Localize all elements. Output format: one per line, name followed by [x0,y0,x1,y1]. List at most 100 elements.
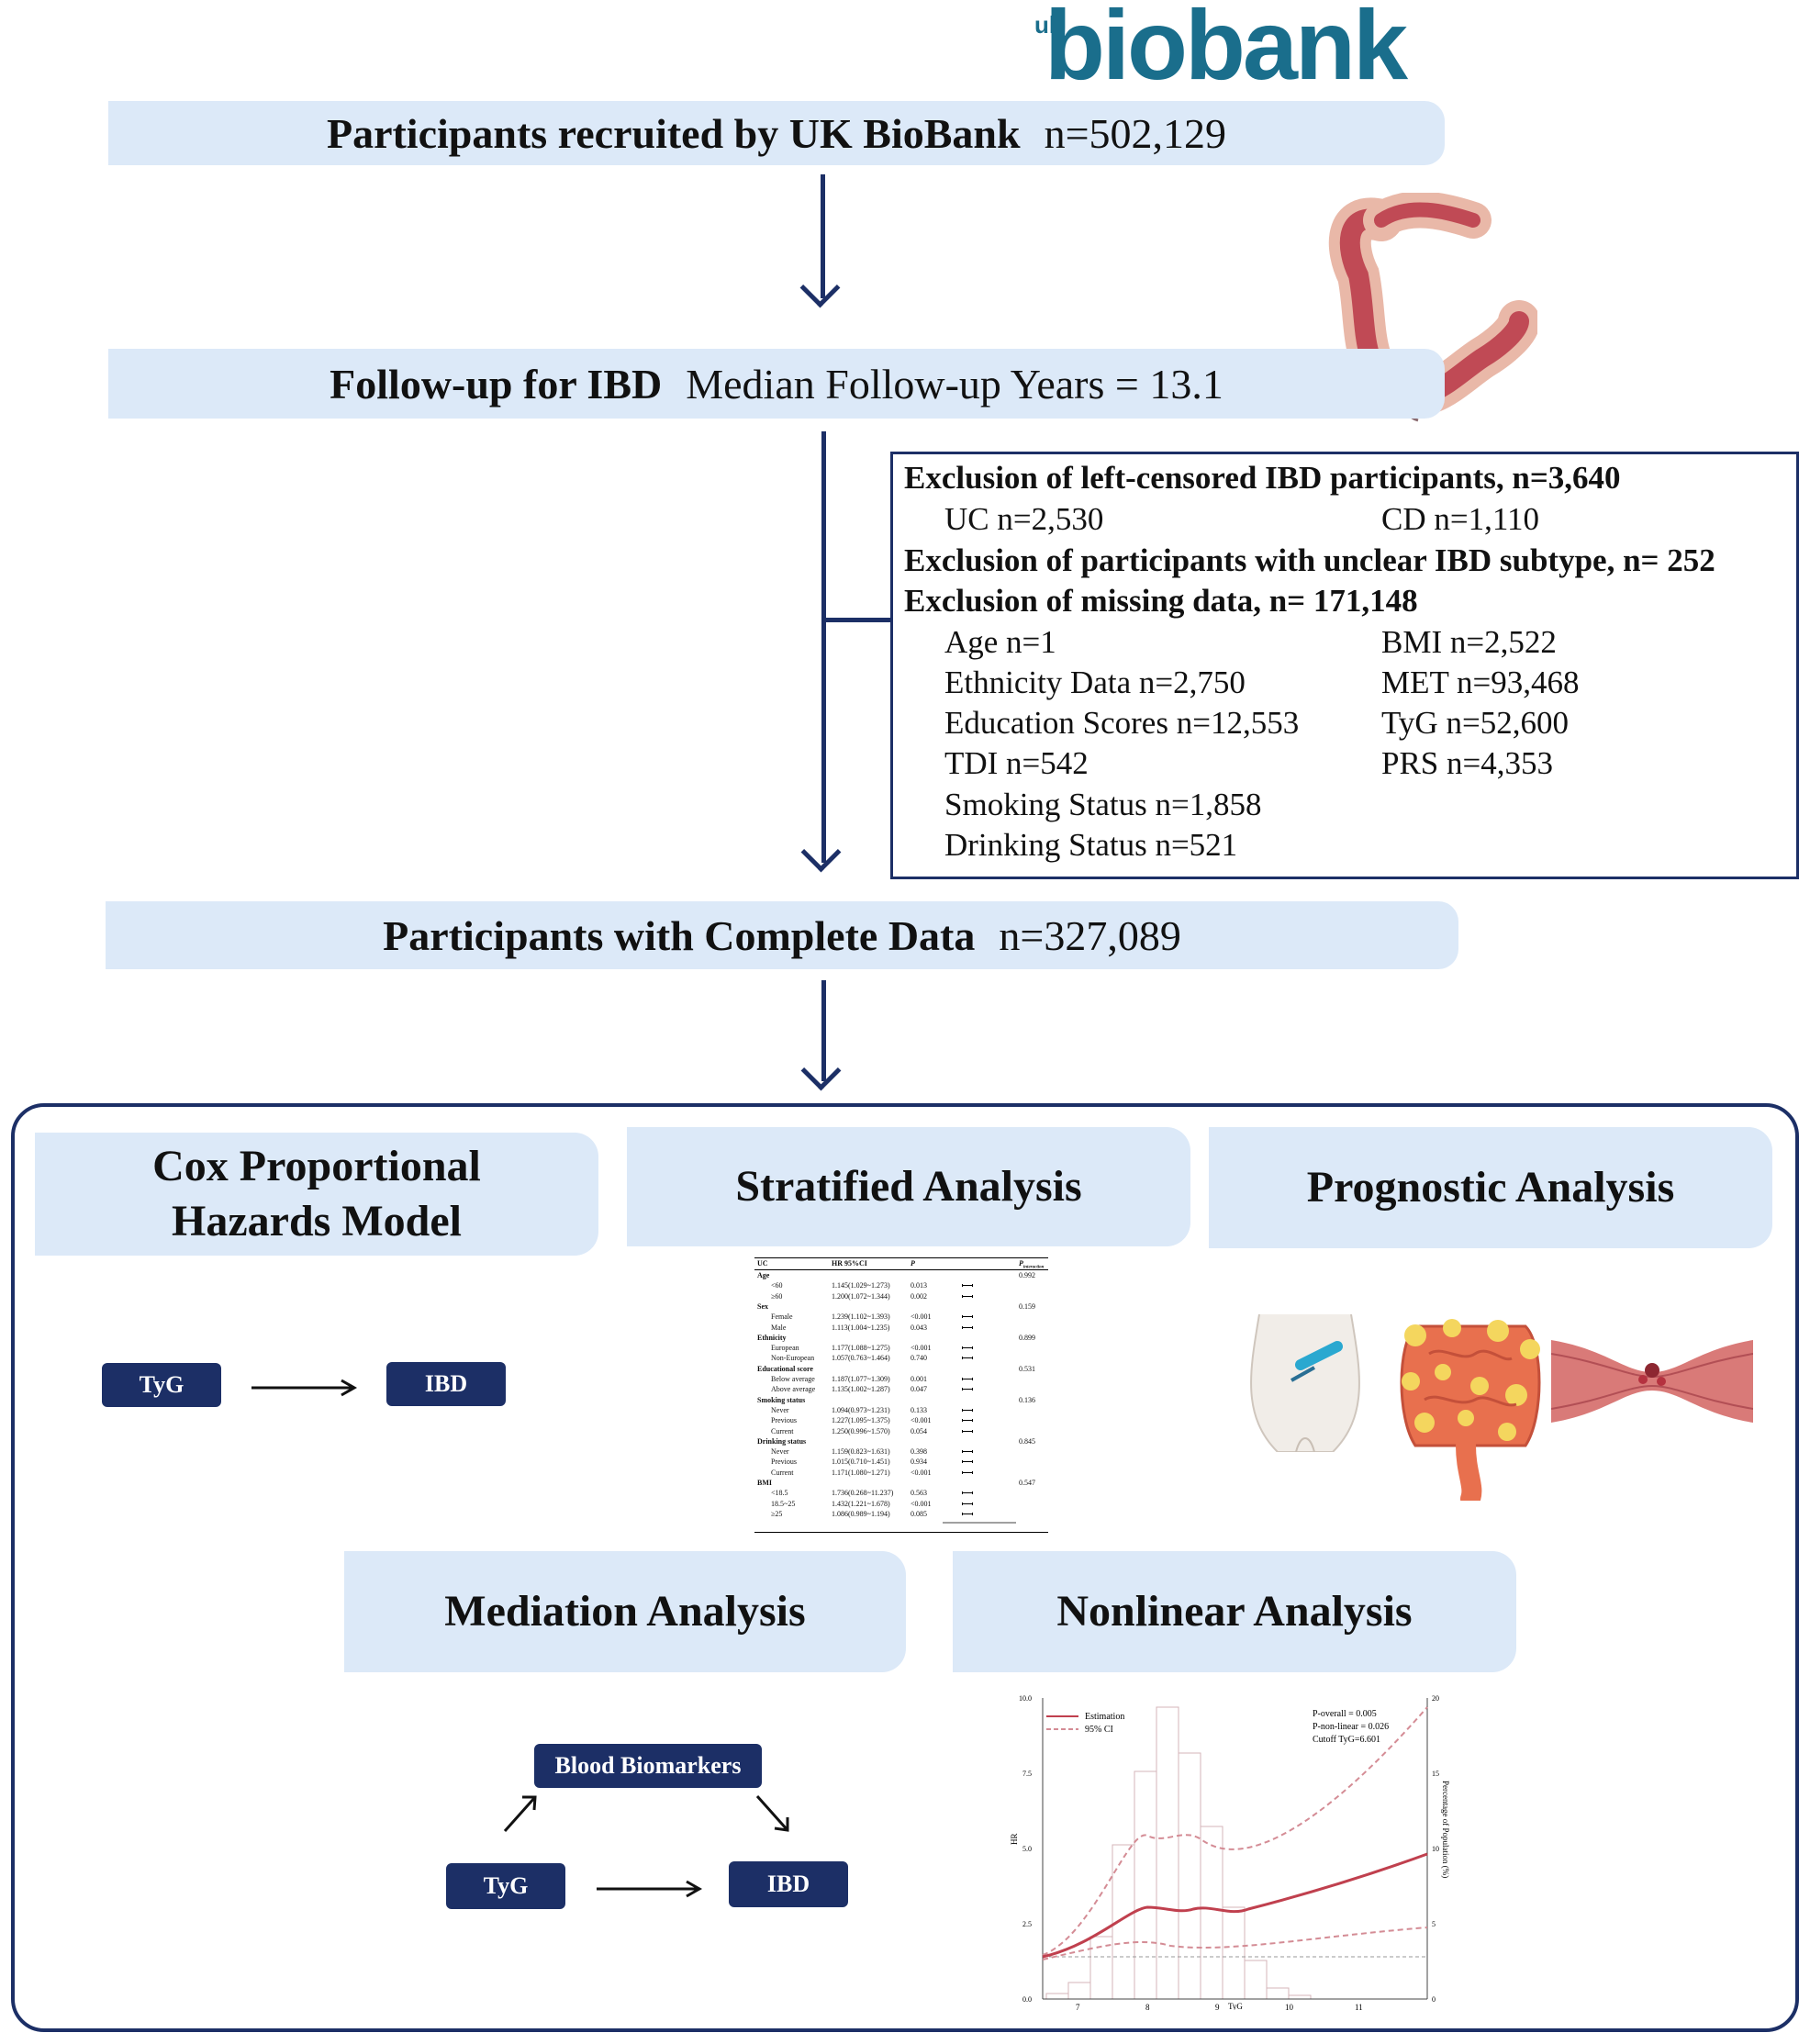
legend-estimation-label: Estimation [1085,1712,1124,1722]
forest-cell-label: Above average [771,1385,816,1394]
intestine-illustration [1400,1319,1541,1501]
y-tick-label-right: 0 [1432,1995,1436,2004]
complete-data-box: Participants with Complete Data n=327,08… [106,901,1458,969]
forest-cell-p: <0.001 [911,1416,932,1425]
uk-biobank-logo: uk biobank [1028,0,1459,101]
spline-histogram [1045,1706,1312,2000]
complete-data-label: Participants with Complete Data [383,911,976,959]
forest-cell-p: 0.740 [911,1354,927,1363]
forest-cell-p: <0.001 [911,1499,932,1508]
forest-cell-pint: 0.899 [1019,1333,1035,1342]
exclusion-missing-data: Exclusion of missing data, n= 171,148 [904,583,1418,619]
exclusion-box: Exclusion of left-censored IBD participa… [890,452,1799,879]
mediation-direct-arrow [597,1880,703,1898]
forest-cell-hr: 1.057(0.763~1.464) [832,1354,890,1363]
forest-cell-pint: 0.159 [1019,1301,1035,1311]
forest-ci-marker [962,1450,973,1454]
forest-cell-label: Educational score [757,1364,813,1373]
missing-drinking: Drinking Status n=521 [944,827,1238,863]
forest-cell-pint: 0.136 [1019,1395,1035,1404]
forest-cell-hr: 1.159(0.823~1.631) [832,1447,890,1457]
forest-ci-marker [962,1325,973,1329]
hist-bar [1200,1826,1223,2000]
x-tick-label: 8 [1145,2003,1150,2010]
forest-cell-label: Previous [771,1416,797,1425]
cox-ibd-node: IBD [386,1362,506,1406]
hist-bar [1178,1752,1201,2000]
forest-cell-label: Below average [771,1375,815,1383]
forest-cell-p: 0.398 [911,1447,927,1457]
mediation-tyg-node: TyG [446,1863,565,1909]
forest-cell-label: <18.5 [771,1489,788,1498]
x-axis-label: TyG [1228,2002,1243,2010]
y-tick-label-left: 0.0 [1022,1995,1032,2004]
missing-tdi: TDI n=542 [944,745,1089,781]
spline-lower-ci [1042,1927,1428,1960]
forest-cell-label: Current [771,1468,794,1477]
hist-bar [1134,1770,1157,2000]
forest-row: Below average 1.187(1.077~1.309) 0.001 [754,1375,1048,1384]
forest-cell-p: 0.001 [911,1375,927,1383]
x-tick-label: 7 [1076,2003,1080,2010]
forest-ci-marker [962,1284,973,1288]
forest-header-p: P [911,1259,915,1268]
arrow-down-3 [821,980,826,1081]
forest-axis [943,1522,1016,1524]
forest-cell-p: <0.001 [911,1468,932,1477]
followup-years: Median Follow-up Years = 13.1 [686,360,1223,408]
forest-cell-hr: 1.086(0.989~1.194) [832,1509,890,1518]
forest-ci-marker [962,1419,973,1423]
recruited-box: Participants recruited by UK BioBank n=5… [108,101,1445,165]
hist-bar [1156,1706,1179,2000]
forest-ci-marker [962,1512,973,1515]
missing-age: Age n=1 [944,624,1056,660]
exclusion-left-censored: Exclusion of left-censored IBD participa… [904,460,1621,496]
mediation-arrow-down [755,1795,789,1832]
forest-cell-label: Non-European [771,1354,815,1363]
stratified-title: Stratified Analysis [627,1127,1190,1246]
forest-cell-hr: 1.187(1.077~1.309) [832,1375,890,1383]
forest-cell-hr: 1.177(1.088~1.275) [832,1344,890,1353]
forest-cell-label: Never [771,1447,789,1457]
nonlinear-title: Nonlinear Analysis [953,1551,1516,1672]
forest-cell-pint: 0.547 [1019,1479,1035,1487]
forest-cell-p: 0.085 [911,1509,927,1518]
forest-row: Previous 1.227(1.095~1.375) <0.001 [754,1416,1048,1425]
cox-arrow [251,1379,358,1397]
forest-cell-hr: 1.227(1.095~1.375) [832,1416,890,1425]
forest-ci-marker [962,1294,973,1298]
forest-cell-p: <0.001 [911,1344,932,1353]
y-tick-label-left: 7.5 [1022,1770,1032,1778]
missing-tyg: TyG n=52,600 [1381,705,1569,741]
forest-cell-hr: 1.015(0.710~1.451) [832,1458,890,1467]
exclusion-cd: CD n=1,110 [1381,501,1540,537]
forest-cell-label: Drinking status [757,1436,807,1446]
hist-bar [1244,1960,1268,2000]
forest-cell-hr: 1.736(0.268~11.237) [832,1489,894,1498]
recruited-label: Participants recruited by UK BioBank [326,109,1021,157]
legend-ci-label: 95% CI [1085,1725,1113,1735]
recruited-count: n=502,129 [1044,109,1227,157]
y-tick-label-right: 20 [1432,1694,1439,1703]
forest-ci-marker [962,1429,973,1433]
prognostic-title: Prognostic Analysis [1209,1127,1772,1248]
forest-cell-label: Age [757,1271,770,1279]
forest-ci-marker [962,1460,973,1464]
nonlinear-spline-plot: Estimation 95% CI P-overall = 0.005 P-no… [1010,1694,1450,2010]
forest-ci-marker [962,1388,973,1391]
forest-cell-hr: 1.094(0.973~1.231) [832,1405,890,1414]
forest-cell-p: 0.133 [911,1405,927,1414]
forest-cell-hr: 1.113(1.004~1.235) [832,1323,890,1332]
forest-header-pint-sub: interaction [1022,1265,1045,1270]
y-axis-label-right: Percentage of Population (%) [1441,1781,1450,1878]
